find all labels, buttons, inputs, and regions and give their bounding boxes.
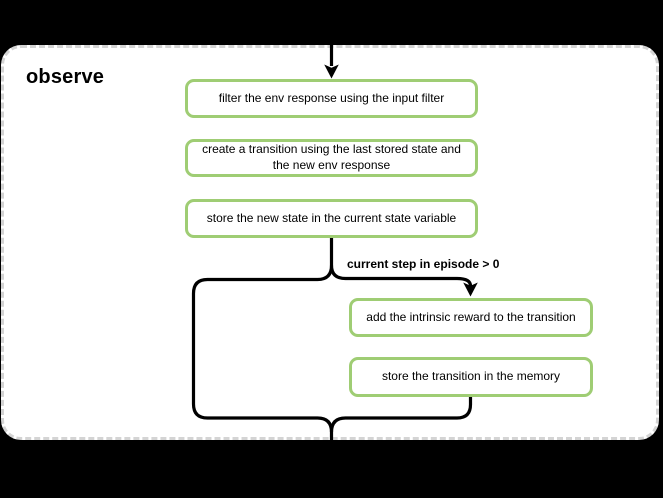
- group-title: observe: [26, 66, 105, 88]
- flow-node-label: add the intrinsic reward to the transiti…: [366, 309, 576, 324]
- flow-node-create-transition: create a transition using the last store…: [185, 139, 478, 177]
- flow-node-store-new-state: store the new state in the current state…: [185, 199, 478, 238]
- flow-node-add-intrinsic-reward: add the intrinsic reward to the transiti…: [349, 298, 593, 337]
- flow-node-filter-env-response: filter the env response using the input …: [185, 79, 478, 118]
- flow-node-label: store the transition in the memory: [381, 369, 561, 384]
- flow-node-label: create a transition using the last store…: [202, 142, 461, 172]
- condition-label: current step in episode > 0: [347, 257, 500, 271]
- flow-node-label: filter the env response using the input …: [218, 90, 445, 105]
- flow-node-store-transition: store the transition in the memory: [349, 357, 593, 397]
- flow-node-label: store the new state in the current state…: [206, 210, 457, 225]
